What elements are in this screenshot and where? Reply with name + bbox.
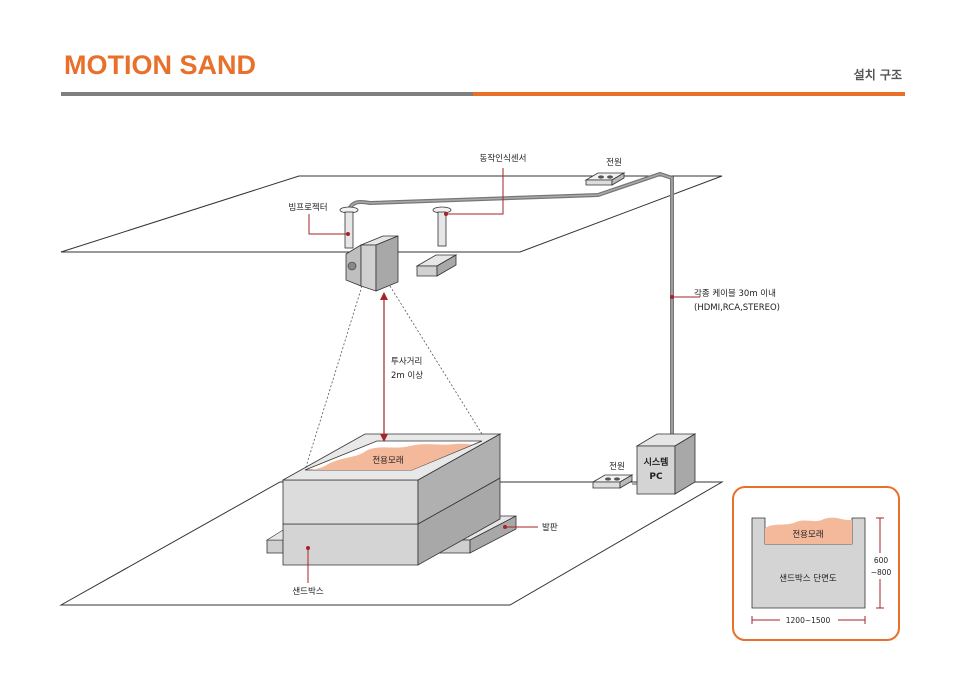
- cross-section-title: 샌드박스 단면도: [779, 573, 837, 584]
- system-pc: [635, 433, 697, 495]
- header-divider-orange: [473, 92, 905, 96]
- label-system-pc-line2: PC: [649, 472, 663, 482]
- cross-section-sand-label: 전용모래: [792, 529, 823, 540]
- label-sandbox: 샌드박스: [292, 586, 323, 597]
- header-divider-gray: [61, 92, 473, 96]
- cross-section-height-line1: 600: [874, 556, 889, 565]
- label-power-top: 전원: [606, 157, 622, 168]
- motion-sensor: [415, 206, 458, 277]
- projection-line-right: [389, 285, 483, 435]
- label-cable-line2: (HDMI,RCA,STEREO): [694, 303, 780, 313]
- label-throw-distance-line1: 투사거리: [391, 357, 422, 367]
- power-strip-bottom: [591, 474, 637, 489]
- projector: [339, 206, 399, 292]
- label-cable-line1: 각종 케이블 30m 이내: [694, 288, 776, 299]
- sandbox: [265, 433, 517, 566]
- label-power-bottom: 전원: [609, 461, 625, 472]
- label-footrest: 발판: [542, 522, 558, 533]
- cross-section-height-line2: ~800: [871, 568, 892, 577]
- power-strip-top: [584, 172, 626, 186]
- label-throw-distance-line2: 2m 이상: [391, 370, 423, 381]
- page-subtitle: 설치 구조: [853, 68, 902, 82]
- label-special-sand: 전용모래: [372, 455, 403, 466]
- cross-section-panel: [732, 486, 900, 641]
- cross-section-width: 1200~1500: [786, 616, 831, 625]
- pointer-motion-sensor: [446, 168, 504, 215]
- pointer-beam-projector: [308, 214, 348, 235]
- label-beam-projector: 빔프로젝터: [288, 202, 327, 213]
- projection-line-left: [304, 285, 363, 471]
- label-motion-sensor: 동작인식센서: [480, 153, 527, 164]
- page-title: MOTION SAND: [64, 50, 256, 80]
- label-system-pc-line1: 시스템: [644, 456, 669, 468]
